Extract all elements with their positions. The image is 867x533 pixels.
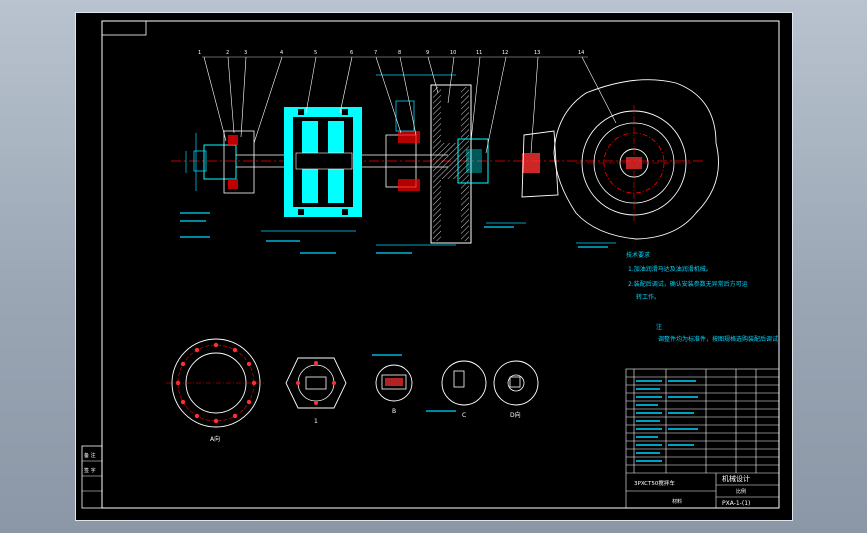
cad-viewport[interactable]: 备 注 签 字 <box>75 12 793 521</box>
frame-corner-box <box>101 20 147 36</box>
scale-label: 比例 <box>736 488 746 495</box>
balloon-2: 2 <box>226 50 229 56</box>
parts-list-entries <box>636 380 698 462</box>
balloon-5: 5 <box>314 50 317 56</box>
balloon-7: 7 <box>374 50 377 56</box>
notes-title: 技术要求 <box>626 251 650 259</box>
company-name: 机械设计 <box>722 474 750 483</box>
notes-line1: 1.加油润滑马达及油润滑机械。 <box>628 265 712 273</box>
balloon-13: 13 <box>534 50 540 56</box>
annotation-stubs <box>180 212 608 412</box>
balloon-14: 14 <box>578 50 584 56</box>
part-balloons: 1 2 3 4 5 6 7 8 9 10 11 12 13 14 <box>198 50 584 56</box>
balloon-6: 6 <box>350 50 353 56</box>
balloon-9: 9 <box>426 50 429 56</box>
material-label: 材料 <box>672 498 682 505</box>
strip-row1: 备 注 <box>84 452 96 459</box>
view-1-hub: 1 <box>285 357 347 425</box>
balloon-10: 10 <box>450 50 456 56</box>
balloon-11: 11 <box>476 50 482 56</box>
drawing-name: 3PXCT50搅拌车 <box>634 479 675 487</box>
technical-notes: 技术要求 1.加油润滑马达及油润滑机械。 2.装配后调试，确认安装参数无异常后方… <box>626 251 778 343</box>
view-a-flange: A向 <box>166 338 266 443</box>
view-b-label: B <box>392 408 396 415</box>
engineering-drawing: 备 注 签 字 <box>81 20 780 509</box>
view-c-label: C <box>462 412 466 419</box>
shaft-key <box>522 153 540 173</box>
title-block <box>625 368 780 509</box>
view-b-key: B <box>375 364 413 415</box>
balloon-8: 8 <box>398 50 401 56</box>
balloon-1: 1 <box>198 50 201 56</box>
leader-lines <box>202 56 617 154</box>
view-c-section: C <box>441 360 487 419</box>
notes-line2: 2.装配后调试，确认安装参数无异常后方可运 <box>628 280 748 288</box>
notes-line3: 转工作。 <box>636 293 660 301</box>
view-a-label: A向 <box>210 435 220 443</box>
left-strip: 备 注 签 字 <box>81 445 103 509</box>
coupling <box>284 107 362 217</box>
drum-end-view <box>521 79 719 240</box>
strip-row2: 签 字 <box>84 467 96 474</box>
view-1-label: 1 <box>314 418 318 425</box>
balloon-3: 3 <box>244 50 247 56</box>
input-shaft-assembly <box>193 130 286 194</box>
balloon-12: 12 <box>502 50 508 56</box>
drawing-number: PXA-1-(1) <box>722 500 750 507</box>
note-line: 调整件均为标准件，按图规格选购装配后调试 <box>658 335 778 343</box>
balloon-4: 4 <box>280 50 283 56</box>
view-d-label: D向 <box>510 411 521 419</box>
pulley <box>430 84 489 244</box>
dimension-lines <box>185 74 616 246</box>
note-title: 注 <box>656 323 662 331</box>
view-d-section: D向 <box>493 360 539 419</box>
drawing-frame <box>101 20 780 509</box>
